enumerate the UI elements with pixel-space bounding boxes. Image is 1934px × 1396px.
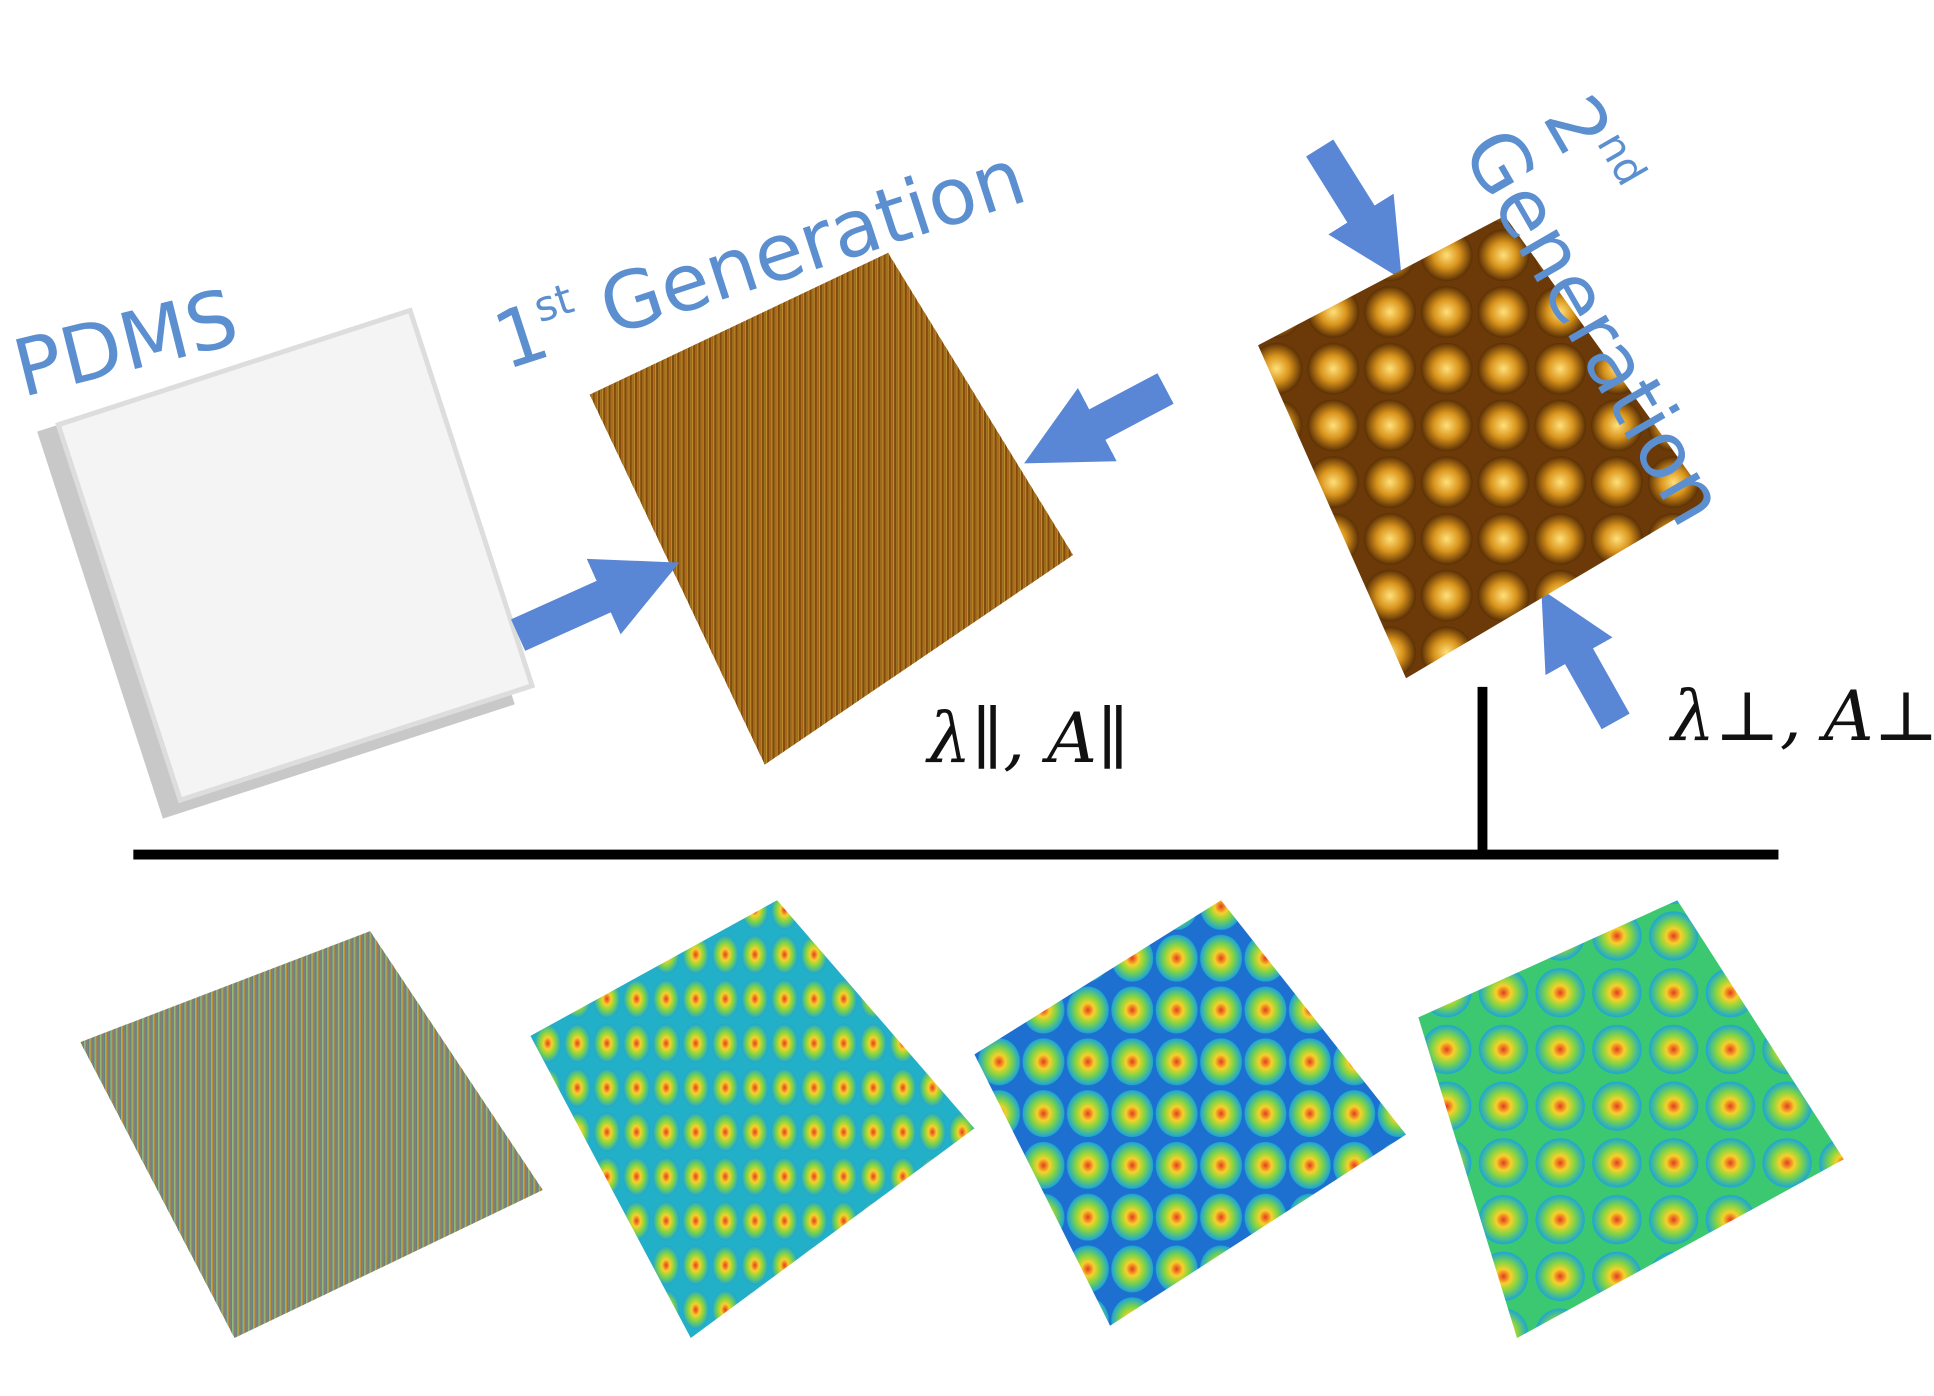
first-generation-wrinkle-surface <box>589 252 1074 765</box>
perpendicular-wavelength-amplitude: λ⊥, A⊥ <box>1668 677 1934 757</box>
arrow-icon <box>511 558 680 651</box>
pdms-slab <box>37 307 536 819</box>
simulated-surface-1 <box>80 931 543 1339</box>
simulated-surface-2 <box>530 900 975 1339</box>
second-generation-wrinkle-surface <box>1258 215 1709 679</box>
arrow-icon <box>1024 373 1174 464</box>
simulated-surface-3 <box>974 900 1407 1326</box>
parallel-wavelength-amplitude: λ∥, A∥ <box>925 699 1129 779</box>
simulated-surface-4 <box>1418 900 1844 1339</box>
arrow-icon <box>1541 589 1630 730</box>
arrow-icon <box>1306 139 1402 280</box>
